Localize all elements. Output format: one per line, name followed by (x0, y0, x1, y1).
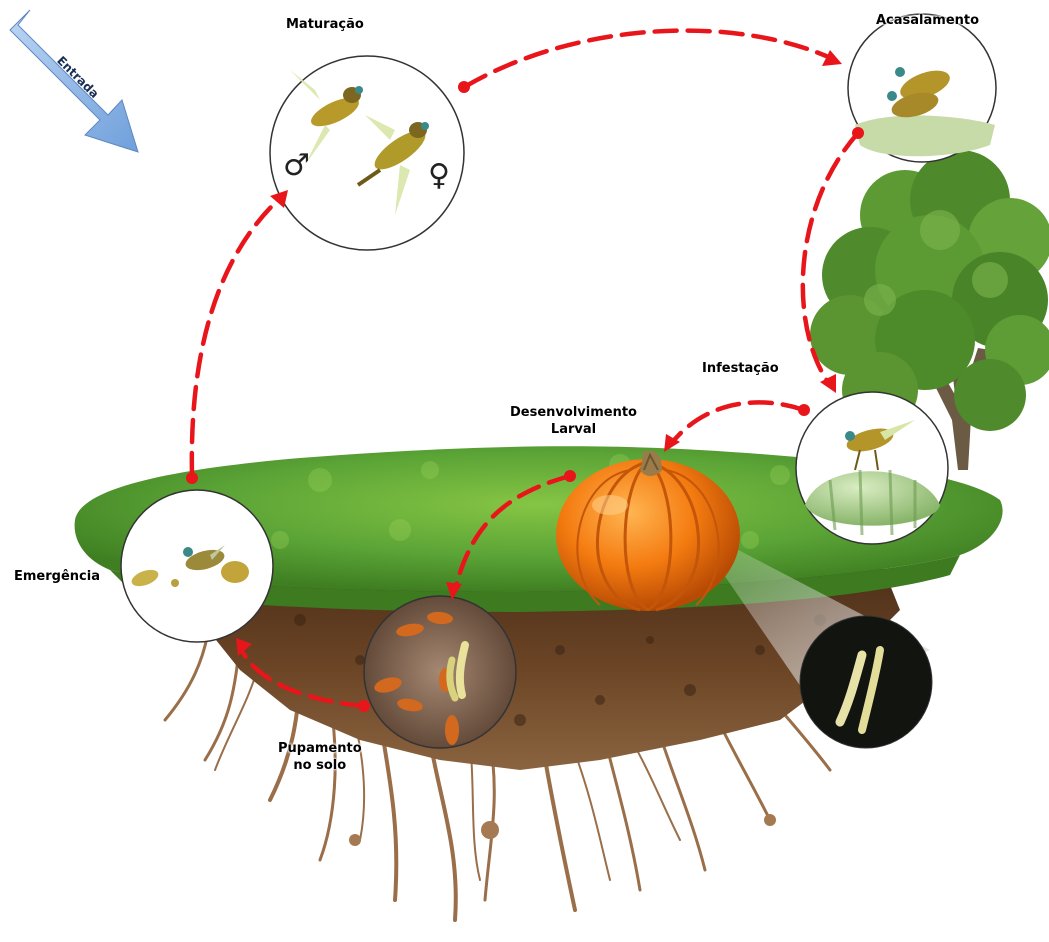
label-infestation: Infestação (702, 360, 779, 377)
label-pupation: Pupamento no solo (278, 740, 362, 774)
label-larval: Desenvolvimento Larval (510, 404, 637, 438)
female-symbol: ♀ (428, 158, 450, 193)
arrow-maturation-to-mating (466, 31, 835, 86)
label-maturation: Maturação (286, 16, 364, 33)
pupation-circle (364, 596, 516, 748)
label-larval-line1: Desenvolvimento (510, 404, 637, 421)
infestation-circle (796, 392, 948, 544)
emergence-circle (121, 490, 273, 642)
larvae-circle (800, 616, 932, 748)
label-pupation-line1: Pupamento (278, 740, 362, 757)
label-larval-line2: Larval (510, 421, 637, 438)
mating-circle (848, 14, 996, 162)
arrow-emergence-to-maturation (192, 200, 278, 475)
male-symbol: ♂ (283, 148, 310, 183)
label-pupation-line2: no solo (278, 757, 362, 774)
arrow-infestation-to-larval (670, 402, 804, 445)
label-mating: Acasalamento (876, 12, 979, 29)
label-emergence: Emergência (14, 568, 100, 585)
